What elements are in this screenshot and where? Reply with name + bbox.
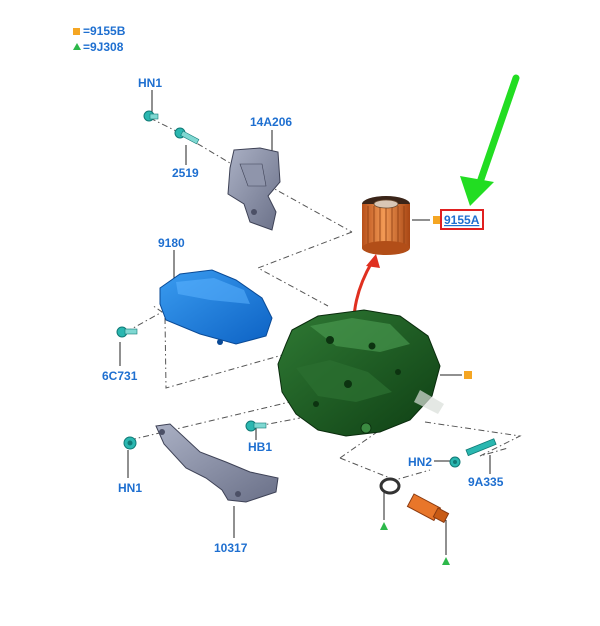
callout-10317: 10317: [214, 541, 248, 555]
o-ring: [379, 477, 401, 495]
bolt-6c731: [116, 326, 138, 338]
bracket-10317: [155, 423, 279, 503]
valve-body-assembly: [277, 309, 444, 437]
nut-hn1-bottom: [123, 436, 137, 450]
bolt-hb1: [245, 420, 267, 432]
sensor-9a335: [465, 438, 497, 457]
callout-14a206: 14A206: [250, 115, 292, 129]
callout-9a335: 9A335: [468, 475, 504, 489]
legend-square-ref: =9155B: [83, 24, 126, 38]
bolt-hn1-top: [143, 110, 159, 122]
green-arrow-icon: [460, 74, 520, 206]
callout-hn1-top: HN1: [138, 76, 162, 90]
oil-filter-9155a: [362, 196, 410, 255]
legend-triangle-icon: [73, 43, 81, 50]
leader-lines: [119, 90, 491, 555]
callout-hn1-bottom: HN1: [118, 481, 142, 495]
callout-labels: HN1 2519 14A206 9180 6C731 9155A HB1 HN1…: [102, 76, 504, 555]
bracket-14a206: [227, 147, 281, 231]
assembly-lines: [125, 117, 522, 481]
nut-hn2: [449, 456, 461, 468]
callout-2519: 2519: [172, 166, 199, 180]
legend-triangle-ref: =9J308: [83, 40, 124, 54]
callout-9180: 9180: [158, 236, 185, 250]
valve-body-ref-square-icon: [464, 371, 472, 379]
callout-hn2: HN2: [408, 455, 432, 469]
bolt-2519: [174, 127, 200, 145]
callout-9155a: 9155A: [444, 213, 480, 227]
red-arrow-head-icon: [366, 254, 380, 268]
filter-highlight-box: [440, 209, 484, 230]
callout-6c731: 6C731: [102, 369, 138, 383]
sensor-orange: [406, 493, 450, 524]
callout-hb1: HB1: [248, 440, 272, 454]
triangle-marker-icon: [380, 522, 388, 530]
filter-ref-square-icon: [433, 216, 441, 224]
cover-9180: [159, 269, 273, 345]
triangle-marker-icon: [442, 557, 450, 565]
legend: =9155B =9J308: [73, 24, 126, 54]
legend-square-icon: [73, 28, 80, 35]
